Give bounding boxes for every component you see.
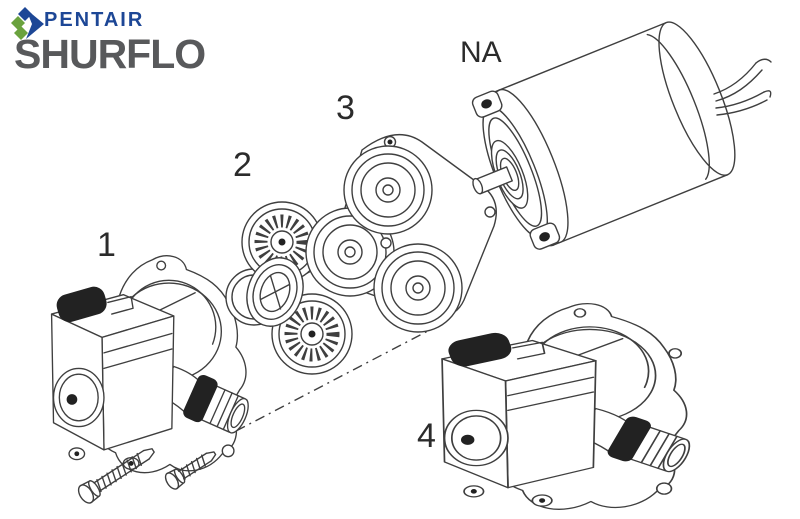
part-1-pump-head-assembly-drawing [50,255,256,504]
part-label-3: 3 [336,89,355,127]
screw-icon [77,448,155,504]
pentair-wordmark: PENTAIR [44,9,145,31]
part-4-pump-assembly-drawing [441,302,699,511]
part-label-1: 1 [97,226,116,264]
pentair-shurflo-logo: PENTAIR SHURFLO [0,0,260,95]
part-label-na: NA [460,36,502,69]
screw-icon [164,451,217,490]
port-axis-line [235,320,448,432]
pentair-logo-icon [11,7,44,40]
part-label-2: 2 [233,146,252,184]
part-3-drive-assembly-drawing [305,133,497,333]
part-2-valve-assembly-drawing [225,201,353,375]
part-label-4: 4 [417,417,436,455]
motor-drawing [471,21,772,250]
motor-wires [713,58,772,116]
shurflo-wordmark: SHURFLO [14,31,206,77]
